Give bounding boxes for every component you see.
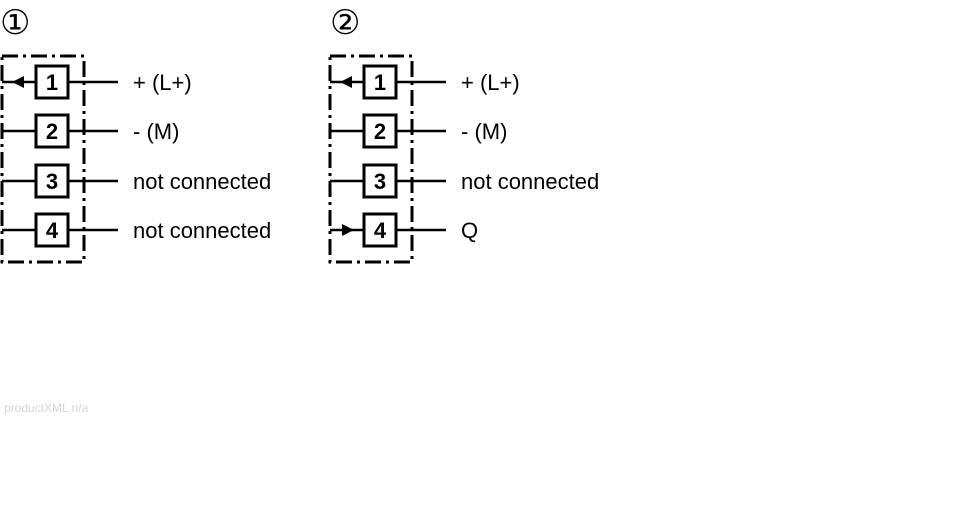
pin-number: 4 (46, 218, 59, 243)
pin-row-3: 3 not connected (2, 163, 271, 199)
pin-label: + (L+) (133, 70, 192, 95)
pin-row-3: 3 not connected (330, 163, 599, 199)
pin-box (362, 212, 398, 248)
pin-label: - (M) (133, 119, 179, 144)
pin-row-4: 4 not connected (2, 212, 271, 248)
pin-box (34, 163, 70, 199)
arrow-out-icon (12, 76, 24, 88)
pin-box (34, 113, 70, 149)
connection-diagram-2: ② 1 + (L+) 2 - (M) 3 not connected (328, 4, 599, 264)
pin-label: - (M) (461, 119, 507, 144)
pin-row-1: 1 + (L+) (2, 64, 192, 100)
pin-label: not connected (133, 169, 271, 194)
housing-outline (328, 54, 414, 264)
pin-number: 1 (374, 70, 386, 95)
pin-label: + (L+) (461, 70, 520, 95)
pin-label: Q (461, 218, 478, 243)
pin-number: 2 (374, 119, 386, 144)
pin-row-2: 2 - (M) (330, 113, 507, 149)
pin-number: 3 (374, 169, 386, 194)
pin-number: 3 (46, 169, 58, 194)
housing-outline (0, 54, 86, 264)
connection-diagram-1: ① 1 + (L+) 2 - (M) 3 not connected (0, 4, 271, 264)
pin-label: not connected (133, 218, 271, 243)
pin-row-4: 4 Q (330, 212, 478, 248)
pin-number: 1 (46, 70, 58, 95)
pin-number: 2 (46, 119, 58, 144)
footer-note: productXML n/a (4, 401, 89, 415)
arrow-in-icon (342, 224, 354, 236)
pin-box (34, 64, 70, 100)
pin-row-2: 2 - (M) (2, 113, 179, 149)
diagram-marker: ② (330, 4, 360, 42)
pin-label: not connected (461, 169, 599, 194)
pin-row-1: 1 + (L+) (330, 64, 520, 100)
pin-number: 4 (374, 218, 387, 243)
arrow-out-icon (340, 76, 352, 88)
diagram-marker: ① (0, 4, 30, 42)
